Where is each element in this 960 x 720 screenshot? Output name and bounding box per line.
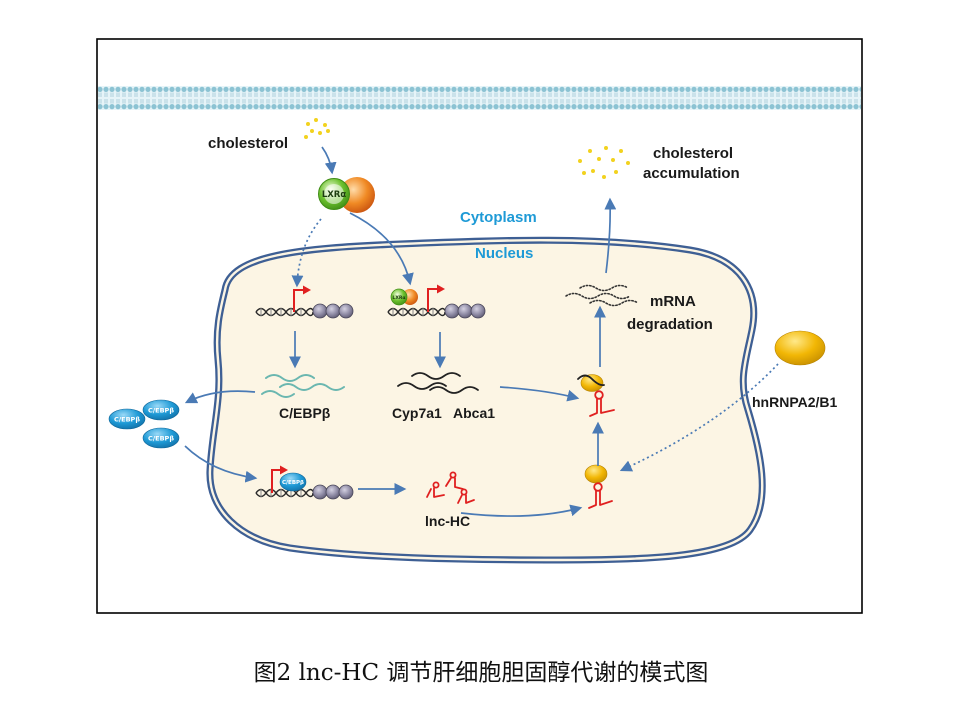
lxr-alpha-complex: LXRα: [318, 177, 375, 213]
cebpb-promoter-arrow-icon: [293, 285, 311, 312]
lxr-partner-icon: [339, 177, 375, 213]
lxr-alpha-label: LXRα: [322, 190, 347, 200]
target-mrna-icon: [397, 372, 479, 394]
arrow-lxr-to-target-genes: [349, 212, 414, 286]
lxr-bound-complex: LXRα: [390, 288, 418, 306]
lxr-bound-label: LXRα: [392, 295, 405, 301]
cebpb-protein-2: C/EBPβ: [142, 399, 180, 421]
mrna-degradation-label-line1: mRNA: [650, 293, 696, 310]
cebpb-bound-complex: C/EBPβ: [279, 472, 307, 492]
nucleus-label: Nucleus: [475, 245, 533, 262]
cell-membrane: [98, 86, 861, 110]
cebpb-mrna-icon: [261, 374, 345, 398]
arrow-to-cholesterol-accumulation: [604, 197, 617, 274]
cebpb-protein-1: C/EBPβ: [108, 408, 146, 430]
cholesterol-molecules-icon: [304, 118, 330, 139]
cebpb-protein-3: C/EBPβ: [142, 427, 180, 449]
lnc-hc-mrna-complex: [577, 374, 615, 417]
lnc-hc-hnrnp-complex: [584, 464, 613, 509]
cytoplasm-label: Cytoplasm: [460, 209, 537, 226]
cholesterol-label: cholesterol: [208, 135, 288, 152]
hnrnp-protein-icon: [774, 330, 826, 366]
arrow-target-mrna-to-complex: [499, 386, 580, 402]
mrna-degradation-label-line2: degradation: [627, 316, 713, 333]
cholesterol-accumulation-label-line1: cholesterol: [653, 145, 733, 162]
cebpb-protein-label: C/EBPβ: [148, 407, 174, 415]
lnc-hc-promoter-arrow-icon: [271, 465, 288, 493]
arrow-cholesterol-to-lxr: [321, 146, 337, 175]
cebpb-gene-label: C/EBPβ: [279, 405, 331, 421]
nucleus: [206, 236, 766, 564]
cebpb-protein-label: C/EBPβ: [148, 435, 174, 443]
lnc-hc-rna-icon: [426, 471, 475, 504]
figure-caption: 图2 lnc-HC 调节肝细胞胆固醇代谢的模式图: [254, 660, 709, 686]
abca1-label: Abca1: [453, 405, 495, 421]
lnc-hc-label: lnc-HC: [425, 513, 470, 529]
cyp7a1-label: Cyp7a1: [392, 405, 442, 421]
cebpb-protein-label: C/EBPβ: [114, 416, 140, 424]
hnrnp-label: hnRNPA2/B1: [752, 394, 838, 410]
arrow-lxr-to-cebpb-gene: [291, 218, 322, 288]
arrow-cebpb-translation: [184, 390, 256, 404]
target-promoter-arrow-icon: [427, 284, 445, 312]
cebpb-bound-label: C/EBPβ: [282, 480, 304, 486]
arrow-lnc-hc-to-hnrnp: [460, 504, 583, 517]
degraded-mrna-icon: [565, 284, 639, 307]
arrow-cebpb-to-lnc-hc-gene: [184, 445, 258, 483]
accumulated-cholesterol-icon: [578, 146, 630, 179]
arrow-hnrnp-to-lnc-hc: [619, 363, 779, 472]
cholesterol-accumulation-label-line2: accumulation: [643, 165, 740, 182]
